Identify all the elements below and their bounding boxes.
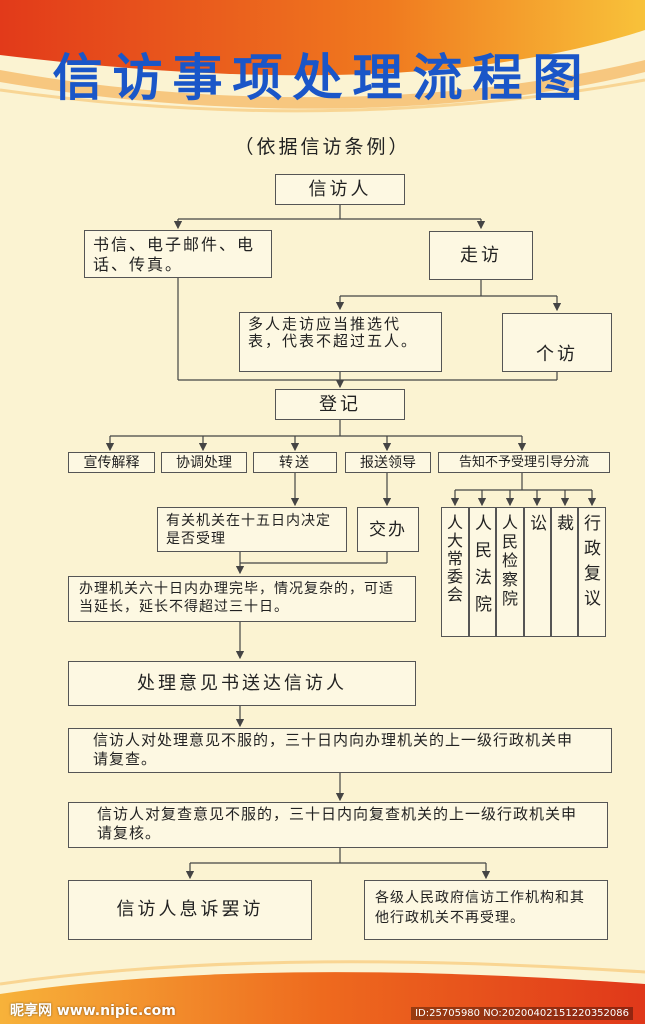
node-channel-6: 行政复议	[578, 507, 606, 637]
node-letters: 书信、电子邮件、电话、传真。	[84, 230, 272, 278]
channel-label: 人大常委会	[444, 514, 463, 604]
node-petitioner: 信访人	[275, 174, 405, 205]
node-deadline60: 办理机关六十日内办理完毕，情况复杂的，可适当延长，延长不得超过三十日。	[68, 576, 416, 622]
node-individual-visit: 个访	[502, 313, 612, 372]
page-title: 信访事项处理流程图	[52, 49, 593, 107]
node-notify: 告知不予受理引导分流	[438, 452, 610, 473]
node-decide15: 有关机关在十五日内决定是否受理	[157, 507, 347, 552]
node-channel-1: 人大常委会	[441, 507, 469, 637]
channel-label: 人民法院	[471, 514, 491, 622]
node-report: 报送领导	[345, 452, 431, 473]
node-channel-5: 仲裁	[551, 507, 595, 637]
watermark-id: ID:25705980 NO:20200402151220352086	[411, 1007, 633, 1020]
node-group-visit: 多人走访应当推选代表，代表不超过五人。	[239, 312, 442, 372]
node-register: 登记	[275, 389, 405, 420]
node-no-accept: 各级人民政府信访工作机构和其他行政机关不再受理。	[364, 880, 608, 940]
node-channel-3: 人民检察院	[496, 507, 524, 637]
page-subtitle: （依据信访条例）	[234, 136, 411, 158]
node-channel-4: 诉讼	[524, 507, 568, 637]
node-recheck-apply: 信访人对复查意见不服的，三十日内向复查机关的上一级行政机关申请复核。	[68, 802, 608, 848]
node-visit: 走访	[429, 231, 533, 280]
channel-label: 行政复议	[580, 514, 600, 614]
node-review-apply: 信访人对处理意见不服的，三十日内向办理机关的上一级行政机关申请复查。	[68, 728, 612, 773]
channel-label: 人民检察院	[499, 514, 518, 609]
node-transfer: 转送	[253, 452, 337, 473]
footer-banner	[0, 960, 645, 1024]
node-assign: 交办	[357, 507, 419, 552]
node-channel-2: 人民法院	[469, 507, 496, 637]
header-banner	[0, 0, 645, 113]
node-end-petition: 信访人息诉罢访	[68, 880, 312, 940]
node-publicize: 宣传解释	[68, 452, 155, 473]
watermark-site: 昵享网 www.nipic.com	[10, 1003, 176, 1019]
node-coordinate: 协调处理	[161, 452, 247, 473]
node-send-opinion: 处理意见书送达信访人	[68, 661, 416, 706]
